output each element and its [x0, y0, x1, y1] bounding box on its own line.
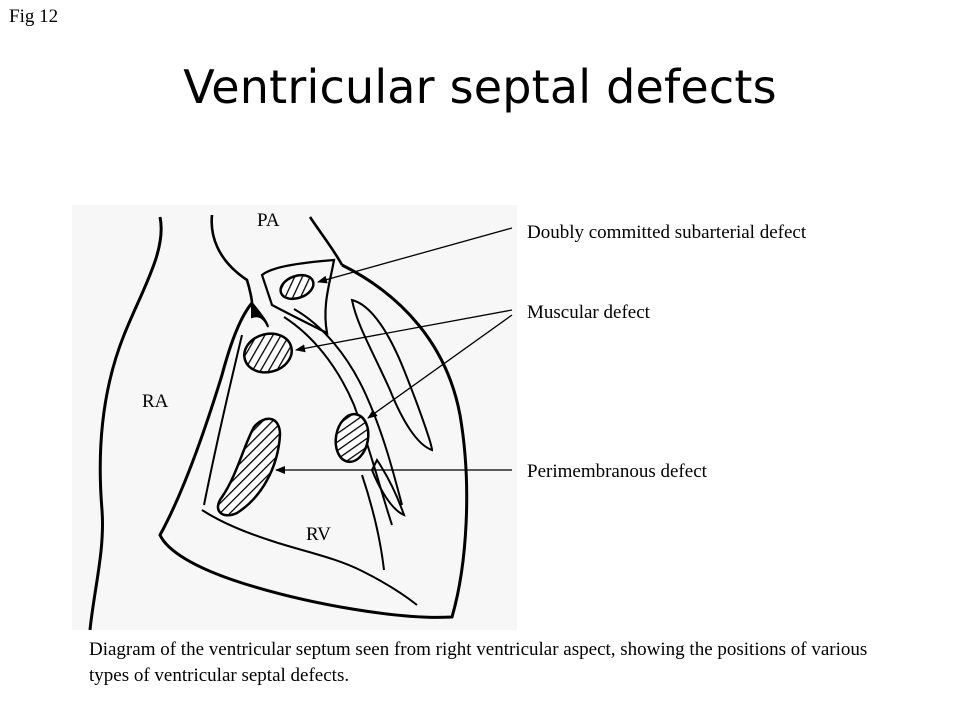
- perimembranous-defect: [216, 417, 282, 517]
- callout-doubly-committed: Doubly committed subarterial defect: [527, 222, 807, 243]
- figure-caption: Diagram of the ventricular septum seen f…: [89, 639, 868, 686]
- muscular-defect-upper: [243, 332, 293, 374]
- muscular-defect-lower: [334, 412, 370, 464]
- right-atrium-wall: [88, 216, 163, 630]
- label-pa: PA: [257, 210, 280, 231]
- infundibular-fold: [260, 258, 336, 335]
- callout-muscular: Muscular defect: [527, 302, 650, 323]
- trabecula-lower: [361, 474, 385, 571]
- pulmonary-artery-left-wall: [210, 214, 254, 304]
- callout-perimembranous: Perimembranous defect: [527, 461, 707, 482]
- septal-inner-line: [203, 334, 243, 506]
- moderator-band: [370, 458, 406, 517]
- septal-outline: [201, 509, 418, 606]
- label-rv: RV: [306, 524, 331, 545]
- figure-number: Fig 12: [9, 6, 59, 27]
- slide-title: Ventricular septal defects: [183, 60, 777, 114]
- doubly-committed-defect: [279, 273, 315, 301]
- heart-diagram: [72, 205, 517, 630]
- supraventricular-crest: [251, 300, 269, 328]
- diagram-background: [72, 205, 517, 630]
- label-ra: RA: [142, 391, 169, 412]
